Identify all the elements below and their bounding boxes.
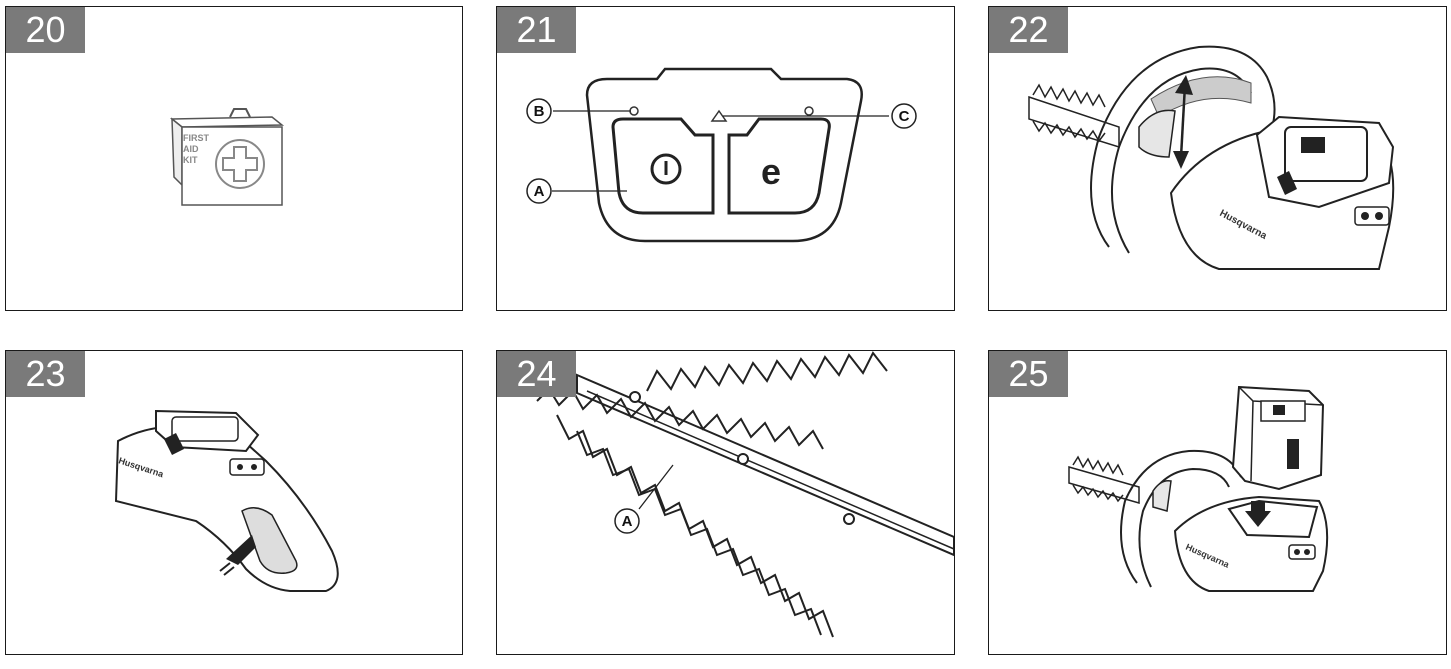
kit-text-line-3: KIT <box>183 155 198 165</box>
figure-number: 21 <box>497 7 576 53</box>
control-panel-illustration: e B A C <box>526 67 917 243</box>
callout-a: A <box>614 508 640 534</box>
battery-insertion-illustration: Husqvarna <box>1068 385 1329 592</box>
callout-a-label: A <box>622 513 633 530</box>
callout-a: A <box>526 178 552 204</box>
callout-c-label: C <box>899 108 910 125</box>
callout-c: C <box>891 103 917 129</box>
figure-number: 20 <box>6 7 85 53</box>
first-aid-kit-illustration: FIRST AID KIT <box>169 108 285 206</box>
hedge-trimmer-handle-illustration: Husqvarna <box>1028 45 1395 270</box>
callout-b: B <box>526 98 552 124</box>
svg-text:e: e <box>761 151 781 192</box>
figure-20-panel: 20 FIRST AID KIT <box>5 6 463 311</box>
figure-23-panel: 23 Husqvarna <box>5 350 463 655</box>
figure-number: 22 <box>989 7 1068 53</box>
figure-21-panel: 21 e B A C <box>496 6 955 311</box>
figure-22-panel: 22 Husqvarna <box>988 6 1447 311</box>
figure-24-panel: 24 A <box>496 350 955 655</box>
kit-text-line-2: AID <box>183 144 199 154</box>
trigger-illustration: Husqvarna <box>114 409 339 592</box>
kit-text-line-1: FIRST <box>183 133 210 143</box>
figure-25-panel: 25 Husqvarna <box>988 350 1447 655</box>
figure-number: 23 <box>6 351 85 397</box>
figure-number: 24 <box>497 351 576 397</box>
blade-illustration: A <box>536 351 954 638</box>
figure-number: 25 <box>989 351 1068 397</box>
callout-a-label: A <box>534 183 545 200</box>
callout-b-label: B <box>534 103 545 120</box>
